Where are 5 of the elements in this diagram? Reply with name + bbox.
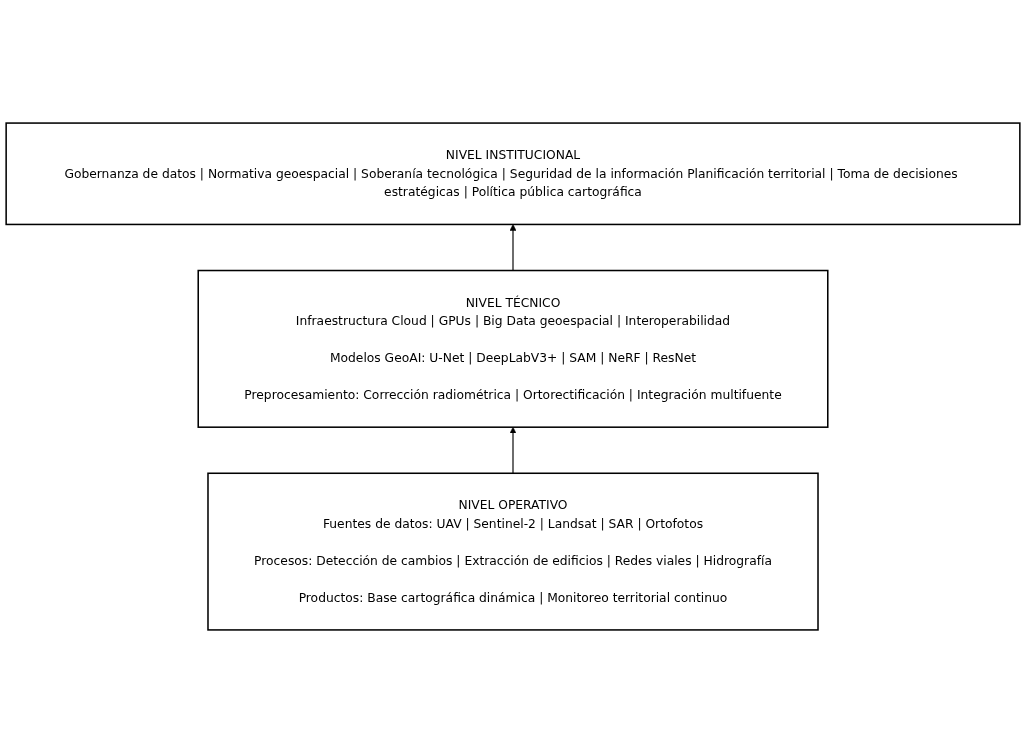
arrow [509,224,517,272]
node-box: NIVEL INSTITUCIONAL Gobernanza de datos | Normativa geoespacial | Soberanía tecnológica | Seguridad de la información Planificación territorial | Toma de decisiones estratégicas | Política pública cartográfica [5,122,1021,226]
node-box: NIVEL OPERATIVO Fuentes de datos: UAV | Sentinel-2 | Landsat | SAR | Ortofotos Procesos: Detección de cambios | Extracción de edificios | Redes viales | Hidrografía Productos: Base cartográfica dinámica | Monitoreo territorial continuo [207,472,819,631]
arrow [509,426,517,474]
node-box: NIVEL TÉCNICO Infraestructura Cloud | GPUs | Big Data geoespacial | Interoperabilidad Modelos GeoAI: U-Net | DeepLabV3+ | SAM | NeRF | ResNet Preprocesamiento: Corrección radiométrica | Ortorectificación | Integración multifuente [197,269,829,428]
